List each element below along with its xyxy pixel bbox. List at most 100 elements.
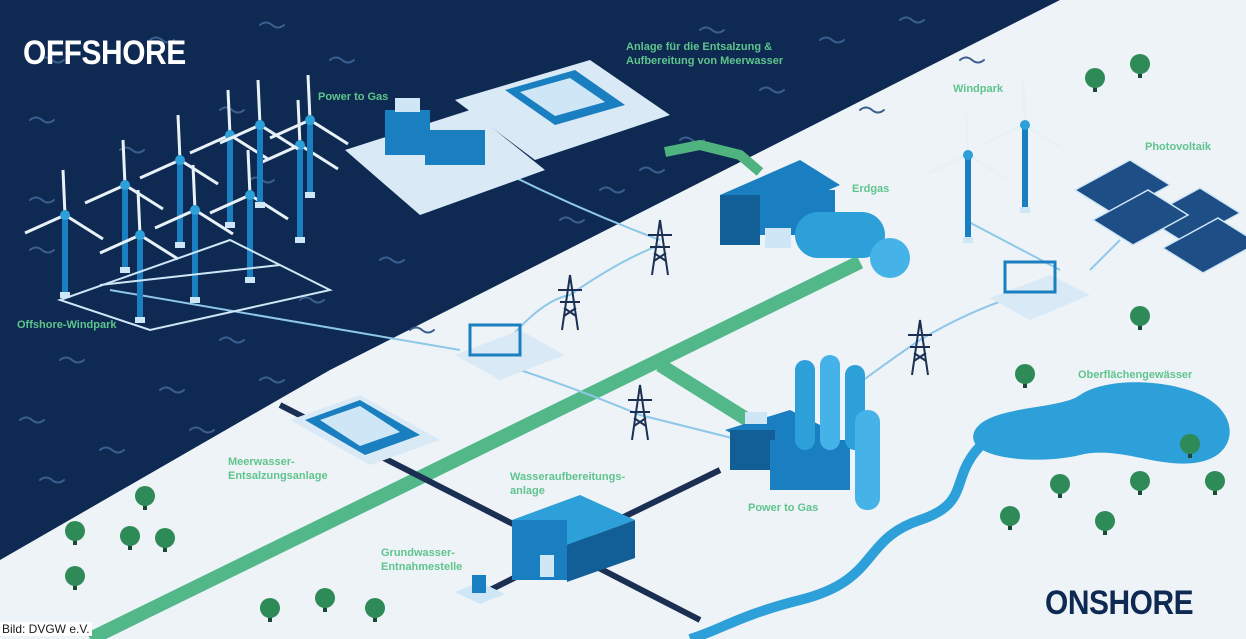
tree xyxy=(1130,471,1150,495)
turbine-blade xyxy=(189,133,231,155)
surface-water-lake xyxy=(973,382,1230,464)
offshore-wind-turbine xyxy=(219,79,299,208)
turbine-base xyxy=(135,317,145,323)
wave xyxy=(19,416,45,424)
turbine-blade xyxy=(306,74,312,121)
turbine-blade xyxy=(61,169,67,216)
desalinated-water-pipe xyxy=(664,139,764,176)
turbine-base xyxy=(255,202,265,208)
tree xyxy=(1095,511,1115,535)
label-photovoltaik: Photovoltaik xyxy=(1145,141,1212,153)
wave xyxy=(29,196,55,204)
turbine-hub xyxy=(60,210,70,220)
turbine-blade xyxy=(1024,123,1064,151)
pv-panel xyxy=(1073,159,1172,216)
turbine-hub xyxy=(305,115,315,125)
tree xyxy=(120,526,140,550)
wave xyxy=(159,386,185,394)
turbine-tower xyxy=(227,135,233,225)
offshore-wind-turbine xyxy=(209,149,289,283)
offshore-windpark-turbines xyxy=(24,74,349,323)
turbine-blade xyxy=(154,208,196,230)
tree xyxy=(1000,506,1020,530)
tree-crown xyxy=(260,598,280,618)
groundwater-extraction-point xyxy=(455,575,505,604)
offshore-desalination-platform xyxy=(455,60,670,160)
wave xyxy=(759,86,785,94)
tree-crown xyxy=(1205,471,1225,491)
wave xyxy=(149,36,175,44)
turbine-blade xyxy=(259,123,299,151)
water-treatment-plant xyxy=(512,495,635,582)
turbine-tower xyxy=(137,235,143,320)
tree xyxy=(365,598,385,622)
wave xyxy=(29,116,55,124)
pylon-frame xyxy=(628,384,652,441)
turbine-blade xyxy=(226,89,232,136)
tree-crown xyxy=(155,528,175,548)
onshore-wind-turbine xyxy=(927,109,1007,243)
tree-crown xyxy=(135,486,155,506)
onshore-wind-turbine xyxy=(984,79,1064,213)
tree xyxy=(1085,68,1105,92)
offshore-windpark-grid xyxy=(56,238,333,332)
onshore-windpark-turbines xyxy=(927,79,1064,243)
wave xyxy=(379,256,405,264)
label-wasseraufbereitung-line-2: anlage xyxy=(510,485,545,497)
tree-crown xyxy=(1130,54,1150,74)
tree-crown xyxy=(65,566,85,586)
tree xyxy=(65,521,85,545)
seawater-desalination-plant xyxy=(290,395,440,465)
offshore-wind-turbine xyxy=(24,169,104,298)
sea-waves xyxy=(19,16,985,484)
turbine-tower xyxy=(62,215,68,295)
turbine-blade xyxy=(124,183,164,211)
photovoltaic-array xyxy=(1073,159,1246,274)
turbine-tower xyxy=(122,185,128,270)
tree xyxy=(315,588,335,612)
wave xyxy=(259,376,285,384)
power-pylon xyxy=(628,384,652,441)
turbine-hub xyxy=(963,150,973,160)
pylon-frame xyxy=(908,319,932,376)
tree-crown xyxy=(365,598,385,618)
turbine-tower xyxy=(257,125,263,205)
tree-crown xyxy=(120,526,140,546)
onshore-region-title: ONSHORE xyxy=(1045,584,1194,622)
natural-gas-station xyxy=(720,160,910,278)
tree-crown xyxy=(1085,68,1105,88)
tree-crown xyxy=(65,521,85,541)
label-meerwasser-entsalzungsanlage: Meerwasser- Entsalzungsanlage xyxy=(228,455,328,483)
label-desalination-plant-offshore: Anlage für die Entsalzung & Aufbereitung… xyxy=(626,40,783,68)
label-desalination-line-1: Anlage für die Entsalzung & xyxy=(626,41,773,53)
wave xyxy=(819,36,845,44)
tree-crown xyxy=(1130,306,1150,326)
tree xyxy=(135,486,155,510)
turbine-blade xyxy=(309,118,349,146)
wave xyxy=(559,216,585,224)
turbine-base xyxy=(175,242,185,248)
turbine-blade xyxy=(964,109,970,156)
turbine-base xyxy=(1020,207,1030,213)
wave xyxy=(219,106,245,114)
onshore-substation xyxy=(990,260,1090,320)
label-wasseraufbereitungsanlage: Wasseraufbereitungs- anlage xyxy=(510,470,625,498)
turbine-blade xyxy=(269,118,311,140)
turbine-hub xyxy=(175,155,185,165)
pv-panel xyxy=(1143,187,1242,244)
turbine-blade xyxy=(209,193,251,215)
turbine-base xyxy=(295,237,305,243)
turbine-tower xyxy=(307,120,313,195)
wave xyxy=(599,186,625,194)
wave xyxy=(39,476,65,484)
turbine-blade xyxy=(296,99,302,146)
tree-crown xyxy=(1130,471,1150,491)
turbine-hub xyxy=(245,190,255,200)
turbine-blade xyxy=(139,233,179,261)
turbine-blade xyxy=(99,233,141,255)
label-erdgas: Erdgas xyxy=(852,183,890,195)
wave xyxy=(329,56,355,64)
label-grundwasser-entnahmestelle: Grundwasser- Entnahmestelle xyxy=(381,546,462,574)
